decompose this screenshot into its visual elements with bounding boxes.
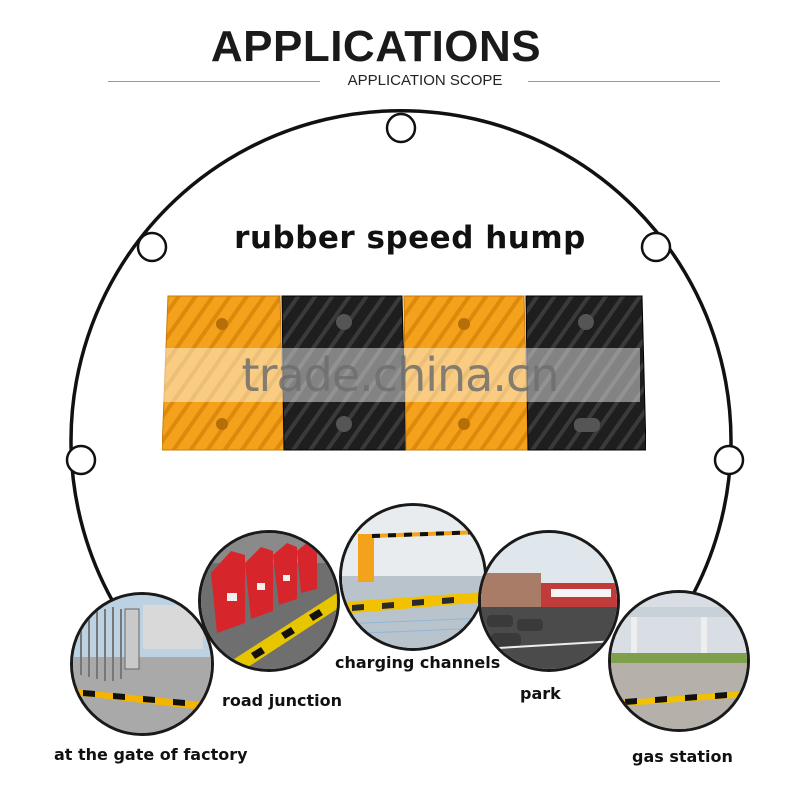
photo-road-junction (198, 530, 340, 672)
photo-park (478, 530, 620, 672)
park-image (481, 533, 617, 669)
photo-charging-channels (339, 503, 487, 651)
caption-factory-gate: at the gate of factory (54, 745, 248, 764)
speed-hump-image (162, 295, 646, 451)
ring-knob-left (65, 444, 97, 476)
ring-knob-top (385, 112, 417, 144)
factory-gate-image (73, 595, 211, 733)
caption-charging-channels: charging channels (335, 653, 501, 672)
watermark: trade.china.cn (160, 348, 640, 402)
caption-road-junction: road junction (222, 691, 342, 710)
left-divider (108, 81, 320, 82)
page-title: APPLICATIONS (210, 22, 542, 71)
ring-arc (69, 109, 733, 601)
caption-park: park (520, 684, 561, 703)
ring-knob-upper-right (640, 231, 672, 263)
ring-knob-upper-left (136, 231, 168, 263)
charging-channels-image (342, 506, 484, 648)
product-name: rubber speed hump (234, 220, 586, 256)
ring-knob-right (713, 444, 745, 476)
hump-segment-yellow-2 (403, 295, 529, 451)
gas-station-image (611, 593, 747, 729)
photo-factory-gate (70, 592, 214, 736)
caption-gas-station: gas station (632, 747, 733, 766)
right-divider (528, 81, 720, 82)
page-subtitle: APPLICATION SCOPE (347, 72, 503, 89)
hump-segment-black-2 (525, 295, 646, 451)
road-junction-image (201, 533, 337, 669)
photo-gas-station (608, 590, 750, 732)
